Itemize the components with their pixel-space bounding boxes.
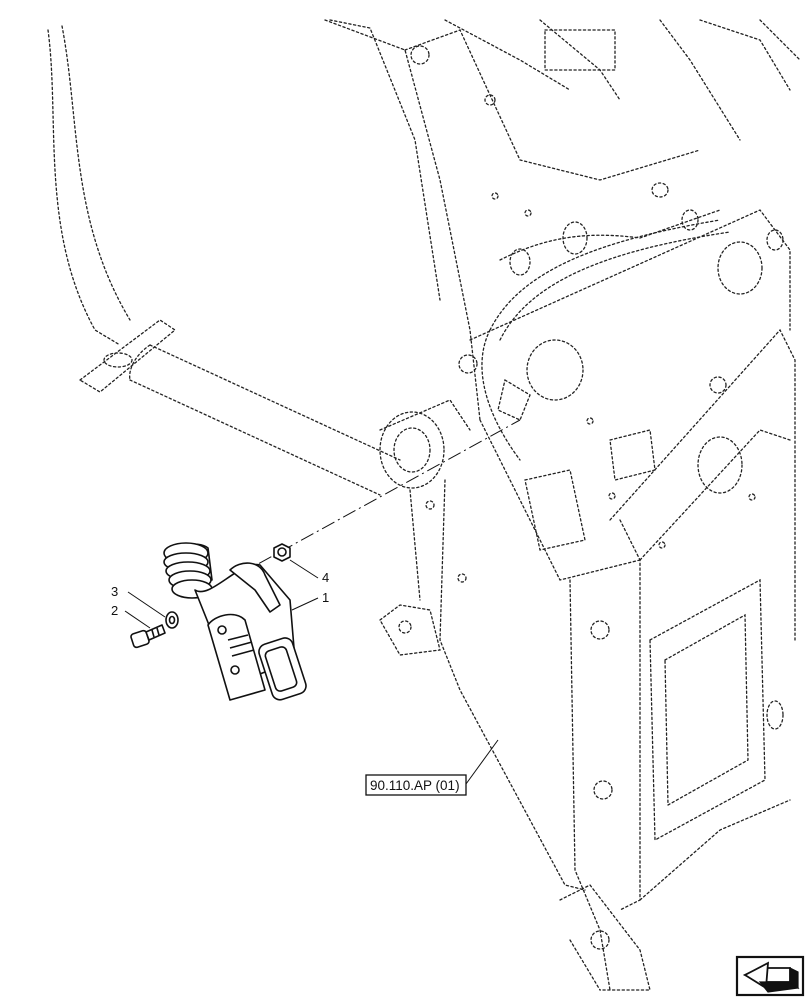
nut[interactable] (273, 543, 291, 562)
callout-3: 3 (111, 584, 118, 599)
arrow-pointing-back-icon (742, 961, 800, 993)
callout-2: 2 (111, 603, 118, 618)
callout-4: 4 (322, 570, 329, 585)
bolt[interactable] (130, 624, 166, 649)
callout-1: 1 (322, 590, 329, 605)
reference-box[interactable] (365, 774, 467, 796)
callout-leaders (124, 559, 499, 785)
chassis-frame-phantom (47, 19, 801, 991)
reference-label: 90.110.AP (01) (370, 778, 460, 793)
reference-link[interactable]: 90.110.AP (01) (365, 774, 467, 796)
washer[interactable] (165, 611, 179, 629)
sensor-assembly[interactable] (163, 542, 308, 702)
navigation-button[interactable] (735, 955, 805, 997)
